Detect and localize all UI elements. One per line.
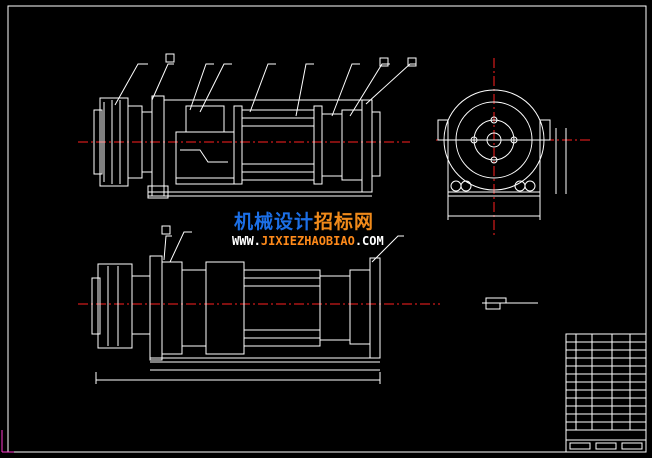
plan-view [78, 225, 440, 384]
detail-sketch [482, 297, 538, 310]
side-view [436, 58, 590, 236]
watermark-cn-blue: 机械设计 [234, 211, 315, 233]
origin-marker [1, 430, 14, 453]
watermark-url-suffix: .COM [354, 234, 384, 248]
watermark-url-domain: JIXIEZHAOBIAO [260, 234, 355, 248]
watermark-url: WWW.JIXIEZHAOBIAO.COM [232, 234, 384, 248]
front-view [78, 53, 417, 199]
watermark-chinese: 机械设计招标网 [234, 207, 374, 234]
watermark-cn-orange: 招标网 [314, 211, 375, 233]
title-block [565, 333, 647, 453]
watermark-url-prefix: WWW. [232, 234, 261, 248]
drawing-frame [7, 5, 647, 453]
